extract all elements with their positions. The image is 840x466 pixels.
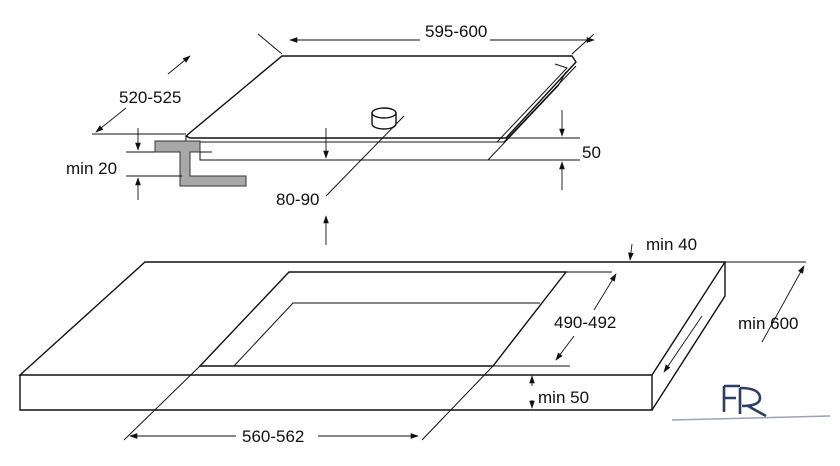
control-knob	[371, 107, 397, 130]
hob-bevel	[496, 63, 568, 143]
brand-logo	[671, 384, 831, 421]
worktop-top	[18, 261, 727, 376]
label-hob-depth: 520-525	[119, 88, 181, 107]
label-hob-width: 595-600	[425, 22, 487, 41]
dim-rear-margin: min 40	[566, 235, 725, 273]
worktop-side	[651, 262, 726, 411]
dim-hob-width: 595-600	[257, 22, 595, 55]
label-min-gap: min 20	[66, 159, 117, 178]
dim-clearance: 80-90	[276, 115, 405, 245]
mounting-bracket	[154, 140, 247, 187]
label-hob-height: 50	[582, 143, 601, 162]
label-cut-depth: 490-492	[554, 313, 616, 332]
dim-worktop-depth: min 600	[663, 261, 806, 373]
dim-min-gap: min 20	[66, 128, 182, 200]
hob-glass-top	[184, 55, 577, 139]
label-front-margin: min 50	[538, 388, 589, 407]
dim-hob-height: 50	[488, 110, 601, 190]
worktop-front	[19, 375, 653, 411]
label-cut-width: 560-562	[242, 427, 304, 446]
label-rear-margin: min 40	[646, 235, 697, 254]
cutout-inner-wall	[233, 302, 540, 367]
label-clearance: 80-90	[276, 190, 319, 209]
dim-cut-depth: 490-492	[493, 273, 617, 367]
hob-drawing	[154, 55, 577, 187]
hob-glass-edge	[185, 65, 577, 143]
dim-front-margin: min 50	[529, 375, 589, 409]
worktop-drawing	[18, 261, 727, 411]
label-worktop-depth: min 600	[738, 314, 798, 333]
dim-cut-width: 560-562	[123, 365, 494, 446]
dim-hob-depth: 520-525	[92, 55, 191, 135]
